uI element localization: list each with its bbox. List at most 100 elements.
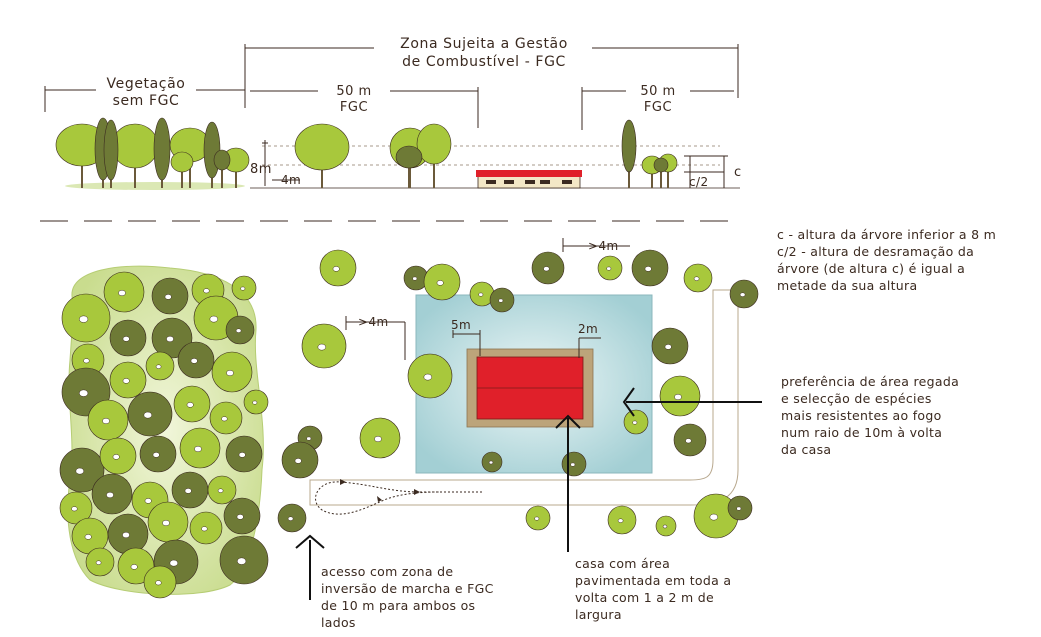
band-left-label-1: 50 m — [336, 84, 371, 99]
plan-dimensions — [345, 238, 630, 360]
plan-tree — [403, 265, 429, 291]
plan-tree — [277, 503, 307, 533]
plan-2m: 2m — [578, 322, 598, 336]
plan-tree — [207, 475, 237, 505]
fgc-zone-title-1: Zona Sujeita a Gestão — [400, 36, 568, 52]
house-elevation — [476, 170, 582, 189]
plan-tree — [117, 547, 155, 585]
plan-tree — [561, 451, 587, 477]
irrigated-note-line: num raio de 10m à volta — [781, 425, 943, 440]
plan-tree — [301, 323, 347, 369]
elevation-tree — [395, 145, 423, 188]
band-right-label-2: FGC — [644, 100, 672, 115]
elevation-trees — [55, 117, 678, 190]
access-note-line: lados — [321, 615, 356, 630]
fgc-zone-title-2: de Combustível - FGC — [402, 54, 566, 70]
house-note: casa com área pavimentada em toda a volt… — [575, 555, 731, 623]
elevation-tree — [153, 117, 171, 188]
plan-tree — [469, 281, 495, 307]
plan-tree — [631, 249, 669, 287]
irrigated-note-line: mais resistentes ao fogo — [781, 408, 942, 423]
plan-tree — [143, 565, 177, 599]
plan-tree — [189, 511, 223, 545]
plan-tree — [219, 535, 269, 585]
plan-trees — [59, 249, 759, 599]
spacing-label: 4m — [281, 173, 301, 187]
plan-tree — [103, 271, 145, 313]
plan-tree — [211, 351, 253, 393]
plan-tree — [231, 275, 257, 301]
legend-line: árvore (de altura c) é igual a — [777, 261, 966, 276]
vegetation-bracket — [44, 86, 245, 112]
plan-tree — [59, 447, 105, 493]
plan-tree — [85, 547, 115, 577]
band-right-bracket — [581, 87, 734, 130]
plan-view: >4m >4m 5m 2m — [59, 238, 762, 600]
height-label: 8m — [250, 162, 272, 177]
plan-tree — [223, 497, 261, 535]
plan-tree — [147, 501, 189, 543]
plan-tree — [623, 409, 649, 435]
plan-tree — [407, 353, 453, 399]
access-note: acesso com zona de inversão de marcha e … — [321, 563, 494, 631]
legend-note: c - altura da árvore inferior a 8 m c/2 … — [777, 226, 996, 294]
turnaround-path — [315, 481, 482, 515]
plan-tree — [151, 277, 189, 315]
plan-5m: 5m — [451, 318, 471, 332]
plan-tree — [481, 451, 503, 473]
plan-tree — [59, 491, 93, 525]
plan-tree — [177, 341, 215, 379]
c-dimension — [684, 155, 728, 188]
plan-tree — [607, 505, 637, 535]
elevation-view: Zona Sujeita a Gestão de Combustível - F… — [40, 36, 742, 222]
elevation-tree — [111, 123, 159, 188]
irrigated-note-line: da casa — [781, 442, 832, 457]
elevation-tree — [103, 119, 119, 188]
plan-tree — [99, 437, 137, 475]
direction-arrows — [340, 479, 420, 502]
plan-4m-left: >4m — [358, 315, 389, 329]
c-half-label: c/2 — [689, 175, 708, 189]
band-right-label-1: 50 m — [640, 84, 675, 99]
plan-4m-top: >4m — [588, 239, 619, 253]
plan-tree — [225, 435, 263, 473]
plan-tree — [173, 385, 211, 423]
band-left-label-2: FGC — [340, 100, 368, 115]
plan-tree — [61, 293, 111, 343]
plan-tree — [531, 251, 565, 285]
house-note-line: volta com 1 a 2 m de — [575, 590, 714, 605]
house-note-line: pavimentada em toda a — [575, 573, 732, 588]
legend-line: c - altura da árvore inferior a 8 m — [777, 227, 997, 242]
plan-tree — [319, 249, 357, 287]
elevation-tree — [170, 151, 194, 188]
elevation-tree — [621, 119, 637, 188]
plan-tree — [673, 423, 707, 457]
fgc-zone-bracket — [244, 44, 739, 108]
plan-tree — [659, 375, 701, 417]
vegetation-label-2: sem FGC — [113, 93, 180, 109]
plan-tree — [489, 287, 515, 313]
callout-lines — [295, 387, 762, 600]
plan-tree — [179, 427, 221, 469]
elevation-tree — [294, 123, 350, 188]
plan-tree — [109, 319, 147, 357]
house-note-line: casa com área — [575, 556, 671, 571]
plan-tree — [91, 473, 133, 515]
plan-tree — [683, 263, 713, 293]
plan-tree — [693, 493, 739, 539]
house-note-line: largura — [575, 607, 622, 622]
legend-line: metade da sua altura — [777, 278, 918, 293]
plan-tree — [597, 255, 623, 281]
ground-patch — [65, 182, 245, 190]
plan-tree — [127, 391, 173, 437]
elevation-tree — [653, 157, 669, 188]
c-label: c — [734, 165, 742, 180]
plan-tree — [145, 351, 175, 381]
irrigated-note-line: preferência de área regada — [781, 374, 960, 389]
access-note-line: inversão de marcha e FGC — [321, 581, 494, 596]
plan-tree — [171, 471, 209, 509]
height-dimension — [262, 140, 300, 186]
irrigated-note-line: e selecção de espécies — [781, 391, 932, 406]
access-road — [309, 289, 739, 506]
